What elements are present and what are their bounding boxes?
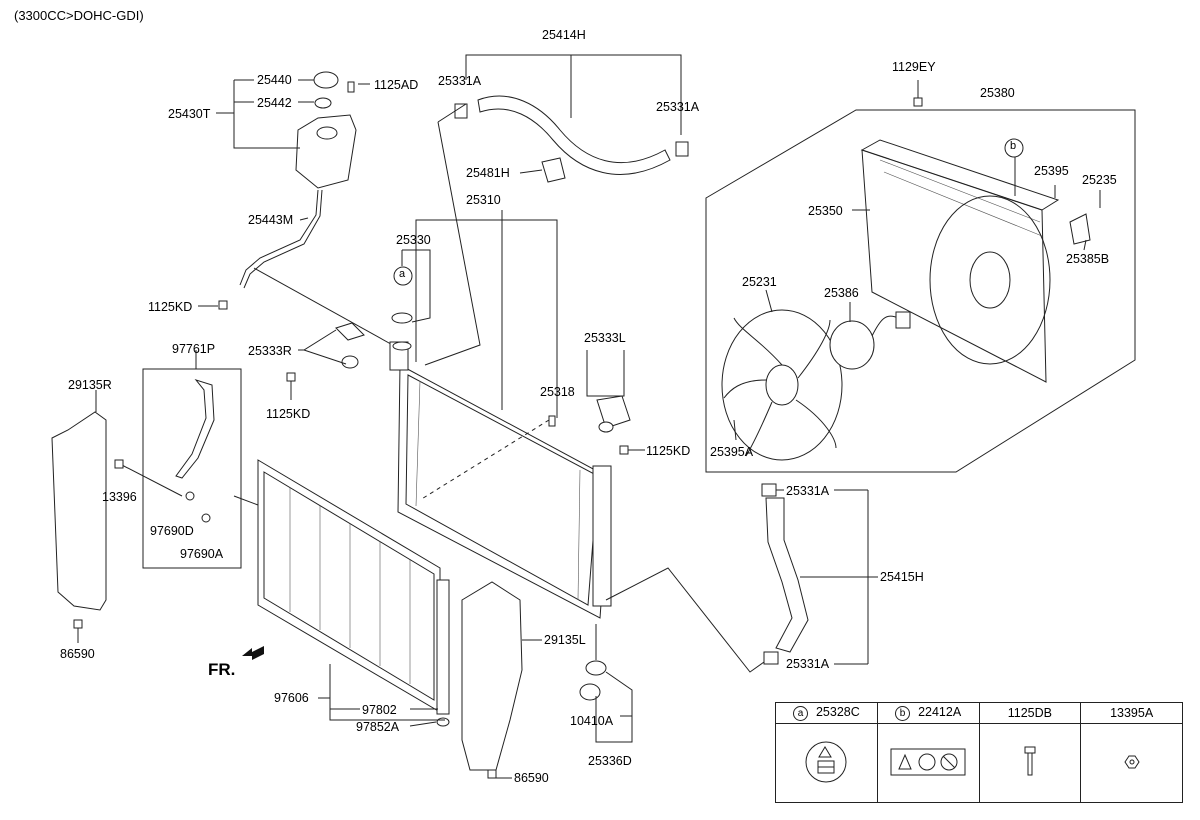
radiator <box>389 341 612 619</box>
part-label-25443m[interactable]: 25443M <box>248 213 294 227</box>
part-label-25481h[interactable]: 25481H <box>466 166 510 180</box>
part-label-25331a[interactable]: 25331A <box>656 100 700 114</box>
lower-hose <box>761 483 809 665</box>
part-label-25330[interactable]: 25330 <box>396 233 431 247</box>
part-label-25386[interactable]: 25386 <box>824 286 859 300</box>
part-label-97802[interactable]: 97802 <box>362 703 397 717</box>
part-label-25310[interactable]: 25310 <box>466 193 501 207</box>
part-label-1125ad[interactable]: 1125AD <box>374 78 419 92</box>
part-label-97606[interactable]: 97606 <box>274 691 309 705</box>
legend-header-bolt[interactable]: 1125DB <box>978 702 1082 724</box>
part-label-97852a[interactable]: 97852A <box>356 720 400 734</box>
part-label-1129ey[interactable]: 1129EY <box>892 60 936 74</box>
legend-code: 13395A <box>1110 706 1154 720</box>
upper-hose <box>454 95 689 175</box>
part-label-25333l[interactable]: 25333L <box>584 331 626 345</box>
ac-line-box <box>142 368 242 569</box>
part-label-25380[interactable]: 25380 <box>980 86 1015 100</box>
part-label-97690d[interactable]: 97690D <box>150 524 194 538</box>
part-label-97690a[interactable]: 97690A <box>180 547 224 561</box>
part-label-1125kd[interactable]: 1125KD <box>646 444 691 458</box>
coolant-reservoir <box>218 71 357 310</box>
part-label-25318[interactable]: 25318 <box>540 385 575 399</box>
part-label-25231[interactable]: 25231 <box>742 275 777 289</box>
legend-cell-warning-label <box>876 723 980 803</box>
part-label-29135l[interactable]: 29135L <box>544 633 586 647</box>
legend-cell-clip <box>1080 723 1183 803</box>
part-label-10410a[interactable]: 10410A <box>570 714 614 728</box>
part-label-25333r[interactable]: 25333R <box>248 344 292 358</box>
part-label-25395a[interactable]: 25395A <box>710 445 754 459</box>
legend-header-b[interactable]: b 22412A <box>876 702 980 724</box>
part-label-25430t[interactable]: 25430T <box>168 107 211 121</box>
part-label-97761p[interactable]: 97761P <box>172 342 216 356</box>
circle-a-icon: a <box>792 706 808 721</box>
legend-code: 1125DB <box>1007 706 1052 720</box>
bracket <box>541 157 566 183</box>
engine-variant-label: (3300CC>DOHC-GDI) <box>14 8 144 23</box>
air-guard-right <box>51 411 107 611</box>
bolt-icon <box>1024 746 1036 775</box>
front-direction-label: FR. <box>208 660 236 679</box>
warning-label-icon <box>890 748 966 775</box>
legend-header-a[interactable]: a 25328C <box>775 702 878 724</box>
part-label-1125kd[interactable]: 1125KD <box>266 407 311 421</box>
callout-a-circle <box>393 266 413 286</box>
part-label-25331a[interactable]: 25331A <box>438 74 482 88</box>
fan-shroud <box>860 139 1060 383</box>
callout-a-label: a <box>399 268 406 280</box>
part-label-25442[interactable]: 25442 <box>257 96 292 110</box>
part-label-86590[interactable]: 86590 <box>514 771 549 785</box>
warning-cap-label-icon <box>805 741 847 782</box>
circle-b-icon: b <box>895 706 911 721</box>
hose-clamp-icon <box>454 103 468 119</box>
fan-motor <box>829 311 911 370</box>
fan-assembly-frame <box>705 109 1136 473</box>
callout-b-circle <box>1004 138 1024 158</box>
legend-code: 22412A <box>918 705 962 719</box>
legend-cell-cap-label <box>775 723 878 803</box>
front-arrow-icon <box>242 646 264 660</box>
part-label-25414h[interactable]: 25414H <box>542 28 586 42</box>
legend-header-clip[interactable]: 13395A <box>1080 702 1183 724</box>
legend-cell-bolt <box>978 723 1082 803</box>
part-label-25440[interactable]: 25440 <box>257 73 292 87</box>
part-label-13396[interactable]: 13396 <box>102 490 137 504</box>
part-label-25331a[interactable]: 25331A <box>786 657 830 671</box>
part-label-25395[interactable]: 25395 <box>1034 164 1069 178</box>
legend-code: 25328C <box>815 705 860 719</box>
part-label-25235[interactable]: 25235 <box>1082 173 1117 187</box>
parts-legend-table: a 25328C b 22412A 1125DB 13395A <box>775 702 1183 803</box>
clip-nut-icon <box>1124 755 1140 768</box>
callout-b-label: b <box>1010 140 1017 152</box>
part-label-25331a[interactable]: 25331A <box>786 484 830 498</box>
condenser <box>257 459 450 727</box>
part-label-29135r[interactable]: 29135R <box>68 378 112 392</box>
fan-blade <box>721 309 843 461</box>
part-label-25415h[interactable]: 25415H <box>880 570 924 584</box>
part-label-1125kd[interactable]: 1125KD <box>148 300 193 314</box>
part-label-86590[interactable]: 86590 <box>60 647 95 661</box>
part-label-25350[interactable]: 25350 <box>808 204 843 218</box>
part-label-25336d[interactable]: 25336D <box>588 754 632 768</box>
air-guard-left <box>461 581 523 771</box>
part-label-25385b[interactable]: 25385B <box>1066 252 1110 266</box>
